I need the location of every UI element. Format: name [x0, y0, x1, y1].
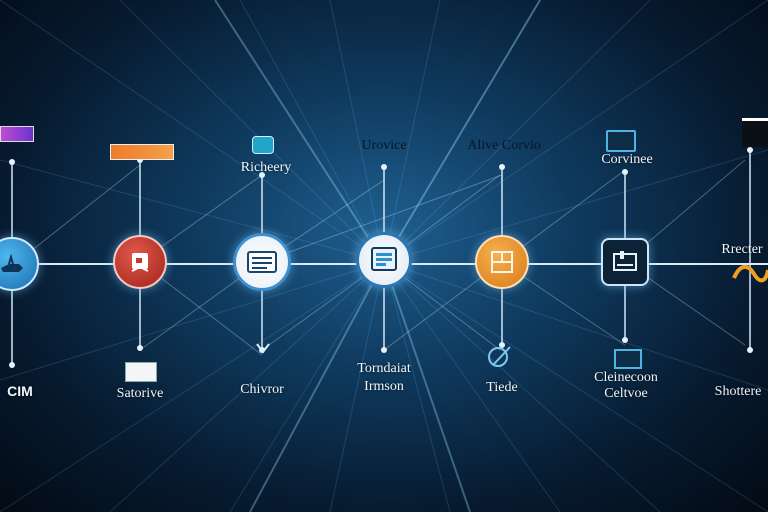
label-top-n6: Rrecter: [721, 242, 763, 257]
pen-icon: [488, 346, 511, 367]
arrow-icon: [256, 343, 270, 354]
bottom-card-icon: [125, 362, 157, 382]
label-bottom-n0: CIM: [7, 383, 33, 399]
label-bottom-n4: Tiede: [486, 380, 518, 395]
hand-icon: [1, 254, 23, 272]
label-bottom-n2: Chivror: [240, 382, 284, 397]
document-icon: [247, 251, 277, 273]
label-bottom-n6: Shottere: [714, 384, 762, 399]
label-bottom-n3: Torndaiat Irmson: [357, 361, 411, 394]
node-frame[interactable]: [601, 238, 649, 286]
label-top-n4: Alive Corvio: [467, 138, 541, 153]
node-card[interactable]: [113, 235, 167, 289]
top-bar-purple: [0, 126, 34, 142]
wave-icon: [732, 265, 768, 283]
stem-dots: [9, 147, 753, 368]
box-icon: [491, 251, 513, 273]
top-bar-orange: [110, 144, 174, 160]
window-icon: [371, 247, 397, 271]
card-icon: [131, 253, 149, 272]
top-bar-dark: [742, 118, 768, 147]
label-bottom-n1: Satorive: [116, 386, 164, 401]
frame-icon: [613, 251, 637, 271]
label-bottom-n5: Cleinecoon Celtvoe: [594, 370, 658, 401]
top-icon-teal: [252, 136, 274, 154]
top-icon-frame: [606, 130, 636, 152]
node-window[interactable]: [356, 232, 412, 288]
label-top-n2: Richeery: [240, 160, 292, 175]
bottom-frame-icon: [614, 349, 642, 369]
node-box[interactable]: [475, 235, 529, 289]
label-top-n5: Corvinee: [601, 152, 653, 167]
label-top-n3: Urovice: [361, 138, 407, 153]
node-document[interactable]: [233, 233, 291, 291]
bright-rays: [214, 0, 541, 512]
